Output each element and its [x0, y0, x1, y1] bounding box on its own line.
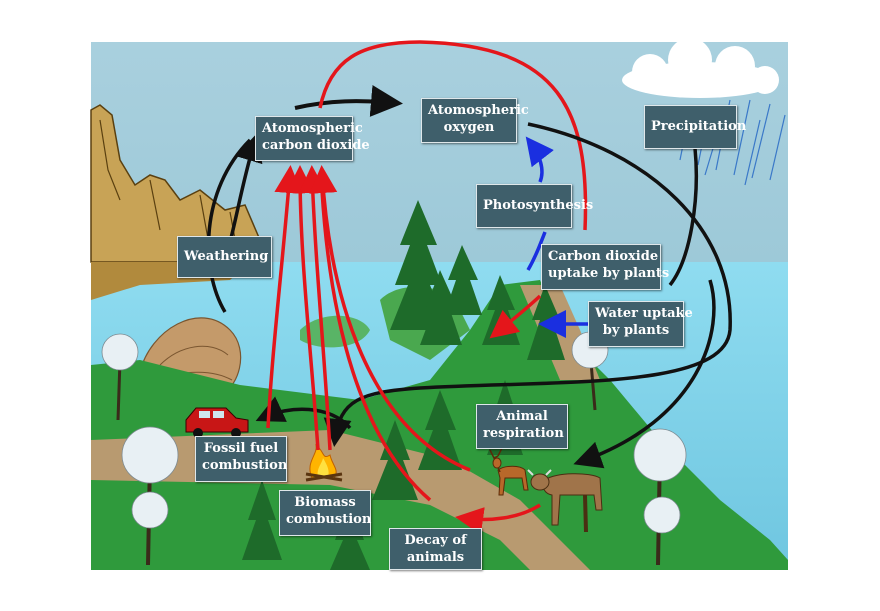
arrow-weathering: [206, 138, 252, 313]
cow-icon: [527, 469, 603, 533]
label-line: Atomospheric: [262, 121, 363, 136]
arrow-co2-to-oxygen: [294, 85, 403, 117]
arrow-precipitation: [668, 147, 699, 287]
label-line: by plants: [602, 323, 670, 338]
snowy-tree-icon: [101, 331, 687, 566]
arrow-animals-to-decay: [455, 503, 541, 535]
arrow-uptake-to-plants: [489, 294, 542, 339]
label-line: Atomospheric: [428, 103, 529, 118]
label-precipitation: Precipitation: [644, 105, 747, 149]
deer-icon: [489, 447, 529, 496]
car-icon: [185, 407, 249, 438]
arrow-photosynthesis-to-oxygen: [525, 136, 554, 183]
label-line: Biomass: [294, 495, 356, 510]
label-line: oxygen: [443, 120, 495, 135]
label-fossil-fuel: Fossil fuel combustion: [195, 436, 287, 482]
arrows: [206, 40, 732, 535]
arrow-to-fossil-fuel: [255, 396, 352, 430]
label-animal-respiration: Animal respiration: [476, 404, 568, 449]
label-line: uptake by plants: [548, 266, 670, 281]
label-atmospheric-co2: Atomospheric carbon dioxide: [255, 116, 370, 161]
label-water-uptake: Water uptake by plants: [588, 301, 693, 347]
arrow-oxygen-to-fossil: [323, 122, 732, 447]
label-decay: Decay of animals: [389, 528, 482, 570]
label-atmospheric-oxygen: Atomospheric oxygen: [421, 98, 529, 143]
label-line: combustion: [286, 512, 372, 527]
label-line: Weathering: [184, 249, 269, 264]
fire-icon: [305, 443, 343, 482]
label-line: Animal: [496, 409, 548, 424]
arrow-to-animals: [573, 279, 716, 469]
label-line: carbon dioxide: [262, 138, 370, 153]
label-line: Photosynthesis: [483, 198, 594, 213]
label-biomass: Biomass combustion: [279, 490, 371, 536]
arrow-biomass-up-1: [286, 165, 320, 451]
label-line: combustion: [202, 458, 288, 473]
arrow-respiration-up: [309, 165, 471, 472]
label-line: Carbon dioxide: [548, 249, 659, 264]
arrow-uptake-to-co2: [318, 40, 588, 231]
label-line: respiration: [483, 426, 564, 441]
label-line: Fossil fuel: [203, 441, 279, 456]
arrow-decay-up: [320, 189, 432, 502]
arrow-photosynthesis-to-uptake: [526, 231, 547, 271]
label-line: animals: [406, 550, 465, 565]
label-line: Water uptake: [595, 306, 693, 321]
label-co2-uptake: Carbon dioxide uptake by plants: [541, 244, 670, 290]
arrow-biomass-up-2: [298, 165, 332, 451]
cloud-icon: [622, 38, 779, 98]
label-line: Precipitation: [651, 119, 747, 134]
label-line: Decay of: [404, 533, 467, 548]
label-weathering: Weathering: [177, 236, 272, 278]
label-photosynthesis: Photosynthesis: [476, 184, 594, 228]
arrow-fossil-up-1: [266, 165, 303, 429]
